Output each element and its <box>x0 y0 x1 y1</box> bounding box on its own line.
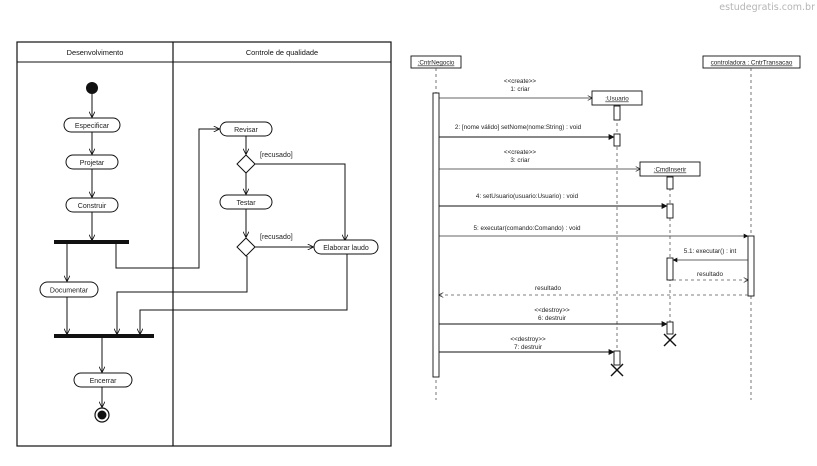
action-revisar-label: Revisar <box>234 127 258 134</box>
final-node-core <box>97 410 107 420</box>
sequence-diagram: :CntrNegocio controladora : CntrTransaca… <box>410 55 801 400</box>
destroy-mark-usuario <box>610 363 624 377</box>
activity-diagram: Desenvolvimento Controle de qualidade Es… <box>16 41 392 447</box>
swimlane-frame <box>16 41 392 447</box>
action-projetar-label: Projetar <box>80 160 105 167</box>
msg-7-label: 7: destruir <box>514 344 542 351</box>
decision-2 <box>236 237 256 257</box>
lifeline-usuario-label: :Usuario <box>605 96 629 103</box>
msg-5-label: 5: executar(comando:Comando) : void <box>473 225 581 232</box>
lifeline-cntr-transacao-label: controladora : CntrTransacao <box>711 60 793 67</box>
activation-cmd-inserir-3 <box>666 257 674 281</box>
msg-1-label: 1: criar <box>510 86 529 93</box>
activation-usuario-3 <box>613 350 621 366</box>
msg-2-label: 2: [nome válido] setNome(nome:String) : … <box>455 124 582 131</box>
swimlane-controle-qualidade: Controle de qualidade <box>246 48 318 57</box>
destroy-mark-cmd-inserir <box>663 333 677 347</box>
lifeline-cntr-negocio-label: :CntrNegocio <box>418 60 455 67</box>
watermark: estudegratis.com.br <box>719 2 815 13</box>
action-encerrar-label: Encerrar <box>90 378 118 385</box>
activation-cntr-transacao <box>747 235 755 297</box>
msg-5-1-label: 5.1: executar() : int <box>684 248 737 255</box>
activation-cmd-inserir-2 <box>666 203 674 219</box>
msg-3-label: 3: criar <box>510 157 529 164</box>
activation-cmd-inserir-1 <box>666 176 674 190</box>
decision-1 <box>236 154 256 174</box>
action-documentar <box>39 281 99 298</box>
fork-bar <box>54 240 129 244</box>
action-especificar-label: Especificar <box>75 123 110 130</box>
msg-5-1-return-label: resultado <box>697 271 723 278</box>
join-bar <box>54 334 154 338</box>
initial-node <box>86 82 98 94</box>
activation-cntr-negocio <box>432 92 440 378</box>
action-encerrar <box>73 372 133 388</box>
msg-3-stereotype: <<create>> <box>504 149 537 156</box>
msg-4-label: 4: setUsuario(usuario:Usuario) : void <box>476 193 579 200</box>
activation-usuario-2 <box>613 133 621 147</box>
lifeline-cmd-inserir-label: :CmdInserir <box>654 167 687 174</box>
swimlane-desenvolvimento: Desenvolvimento <box>67 48 124 57</box>
msg-5-return-label: resultado <box>535 285 561 292</box>
activation-cmd-inserir-4 <box>666 321 674 335</box>
msg-6-label: 6: destruir <box>538 315 566 322</box>
action-elaborar-laudo <box>313 239 379 255</box>
msg-7-stereotype: <<destroy>> <box>510 336 546 343</box>
action-testar-label: Testar <box>236 200 256 207</box>
msg-1-stereotype: <<create>> <box>504 78 537 85</box>
guard-recusado-2: [recusado] <box>260 234 293 241</box>
action-construir-label: Construir <box>78 203 107 210</box>
activation-usuario-1 <box>613 105 621 121</box>
guard-recusado-1: [recusado] <box>260 152 293 159</box>
action-documentar-label: Documentar <box>50 288 89 295</box>
lifeline-head-cntr-transacao <box>702 55 801 69</box>
action-elaborar-laudo-label: Elaborar laudo <box>323 245 369 252</box>
msg-6-stereotype: <<destroy>> <box>534 307 570 314</box>
